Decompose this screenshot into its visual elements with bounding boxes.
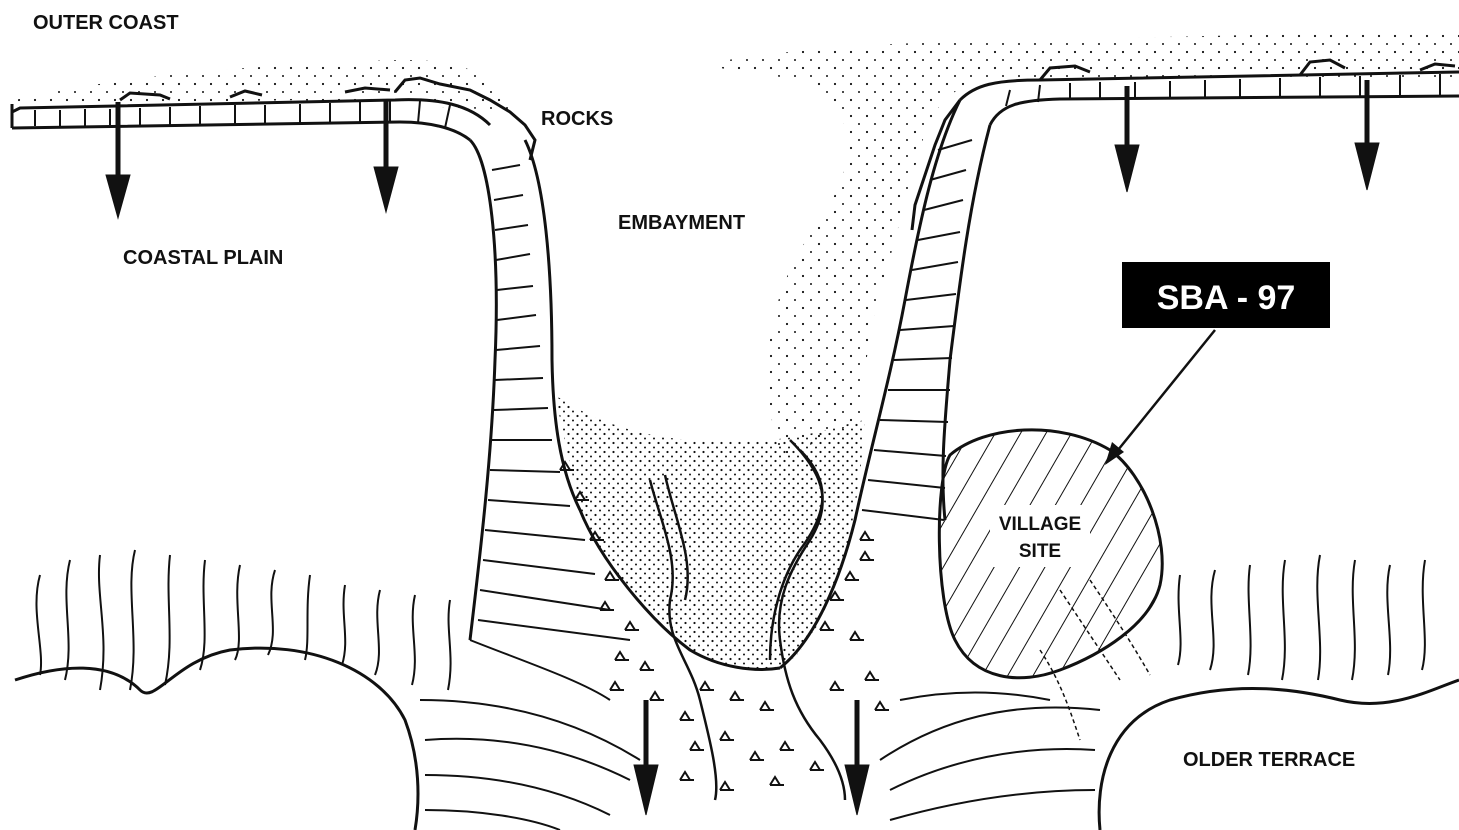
coastal-plain-label: COASTAL PLAIN [123,247,283,269]
outer-coast-label: OUTER COAST [33,12,179,34]
site-id-badge: SBA - 97 [1122,262,1330,328]
site-id-label: SBA - 97 [1157,279,1296,317]
village-site-label-line1: VILLAGE [999,514,1081,535]
village-site-label-line2: SITE [1019,541,1061,562]
site-leader-line [1105,330,1215,465]
embayment-sand [555,395,865,669]
older-terrace-label: OLDER TERRACE [1183,749,1355,771]
embayment-label: EMBAYMENT [618,212,745,234]
down-arrow-icon [374,100,398,212]
down-arrow-icon [1115,86,1139,192]
down-arrow-icon [845,700,869,815]
rocks-label: ROCKS [541,108,613,130]
